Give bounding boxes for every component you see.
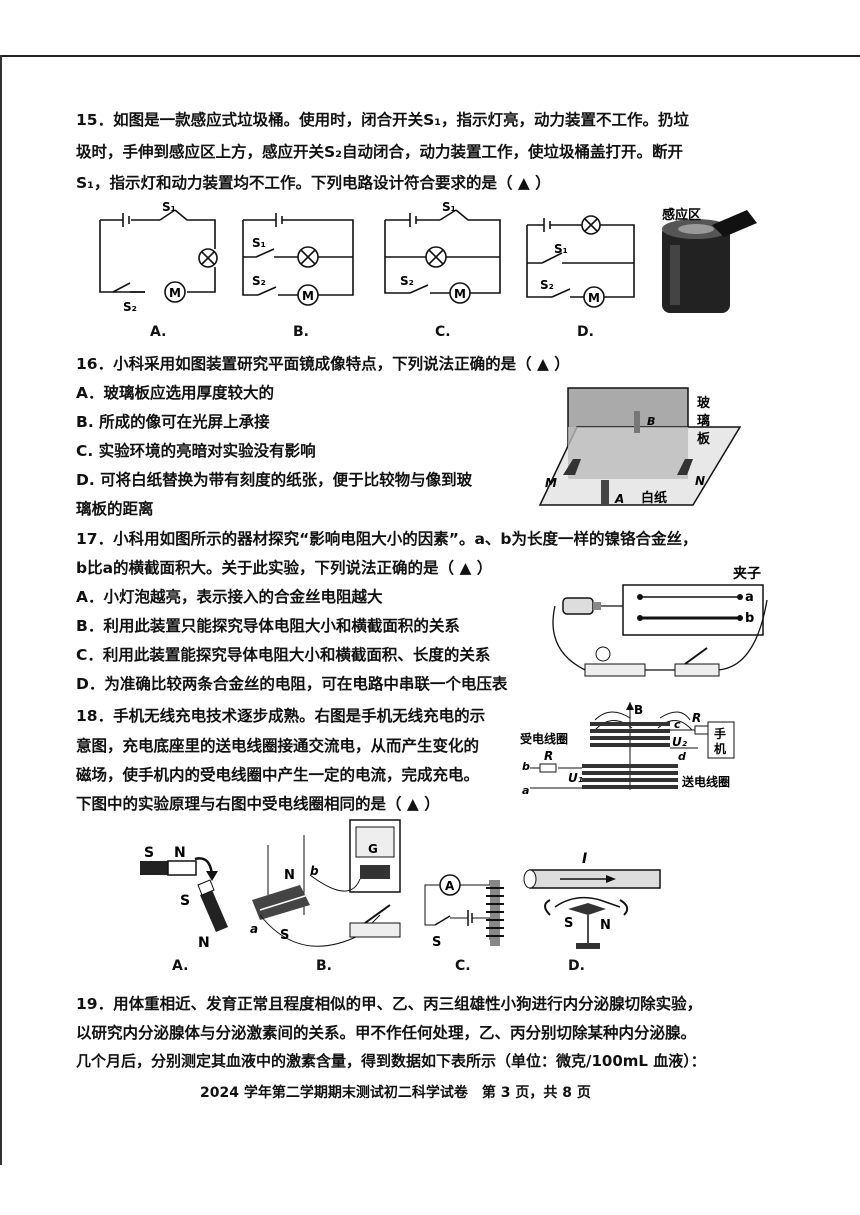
field-b-label: B bbox=[634, 703, 643, 717]
receive-coil-label: 受电线圈 bbox=[520, 731, 568, 746]
q18-option-d-figure: I S N bbox=[523, 851, 661, 949]
q18-option-c-figure: A S bbox=[424, 874, 504, 950]
q18-label-b: B. bbox=[316, 958, 332, 974]
q15-label-c: C. bbox=[435, 324, 451, 340]
q19-line-1: 19．用体重相近、发育正常且程度相似的甲、乙、丙三组雄性小狗进行内分泌腺切除实验… bbox=[76, 995, 703, 1013]
q17-option-a: A．小灯泡越亮，表示接入的合金丝电阻越大 bbox=[76, 588, 383, 606]
voltage-u1-label: U₁ bbox=[568, 771, 583, 785]
q16-option-d: D. 可将白纸替换为带有刻度的纸张，便于比较物与像到玻 bbox=[76, 471, 473, 489]
q15-label-b: B. bbox=[293, 324, 309, 340]
edge-m-label: M bbox=[545, 476, 557, 490]
magnet-s-label: S bbox=[280, 928, 289, 943]
q15-line-2: 圾时，手伸到感应区上方，感应开关S₂自动闭合，动力装置工作，使垃圾桶盖打开。断开 bbox=[76, 143, 683, 161]
phone-label-1: 手 bbox=[714, 726, 726, 741]
q16-mirror-figure: 玻 璃 板 B A 白纸 M N bbox=[538, 387, 742, 506]
q18-line-1: 18．手机无线充电技术逐步成熟。右图是手机无线充电的示 bbox=[76, 707, 486, 725]
q15-circuit-b: S₁ S₂ M bbox=[242, 213, 354, 306]
wire-b-label: b bbox=[745, 611, 754, 626]
q17-option-d: D．为准确比较两条合金丝的电阻，可在电路中串联一个电压表 bbox=[76, 675, 508, 693]
q16-option-b: B. 所成的像可在光屏上承接 bbox=[76, 413, 270, 431]
resistor-r-label: R bbox=[692, 711, 701, 725]
q16-option-a: A．玻璃板应选用厚度较大的 bbox=[76, 384, 274, 402]
q15-circuit-c: S₁ S₂ M bbox=[384, 200, 501, 304]
magnet-n-label: N bbox=[284, 868, 295, 883]
motor-label: M bbox=[169, 286, 181, 300]
q15-line-1: 15．如图是一款感应式垃圾桶。使用时，闭合开关S₁，指示灯亮，动力装置不工作。扔… bbox=[76, 111, 690, 129]
switch-s-label: S bbox=[432, 935, 441, 950]
galvanometer-g-label: G bbox=[368, 842, 378, 856]
s2-label: S₂ bbox=[540, 278, 554, 292]
q15-label-a: A. bbox=[150, 324, 167, 340]
q16-stem: 16．小科采用如图装置研究平面镜成像特点，下列说法正确的是（ ▲ ） bbox=[76, 355, 570, 373]
q15-line-3: S₁，指示灯和动力装置均不工作。下列电路设计符合要求的是（ ▲ ） bbox=[76, 174, 551, 192]
q18-wireless-charging-figure: 手 机 B 受电线圈 送电线圈 R R c d U₂ U₁ b a bbox=[520, 702, 735, 797]
object-a-label: A bbox=[614, 492, 624, 506]
q18-option-b-figure: G N b a S bbox=[250, 819, 401, 947]
image-b-label: B bbox=[647, 415, 655, 428]
q18-label-c: C. bbox=[455, 958, 471, 974]
page-left-border bbox=[0, 55, 2, 1165]
q18-line-3: 磁场，使手机内的受电线圈中产生一定的电流，完成充电。 bbox=[76, 766, 480, 784]
motor-label: M bbox=[588, 291, 600, 305]
white-paper-label: 白纸 bbox=[641, 490, 667, 506]
rod-b-label: b bbox=[310, 864, 319, 878]
glass-label-1: 玻 bbox=[697, 395, 711, 411]
q18-label-a: A. bbox=[172, 958, 189, 974]
q15-label-d: D. bbox=[577, 324, 594, 340]
needle-n-label: N bbox=[198, 935, 210, 951]
page-footer: 2024 学年第二学期期末测试初二科学试卷 第 3 页，共 8 页 bbox=[200, 1085, 591, 1101]
motor-label: M bbox=[454, 287, 466, 301]
trash-bin-illustration: 感应区 bbox=[662, 207, 757, 313]
ammeter-label: A bbox=[445, 879, 455, 893]
phone-label-2: 机 bbox=[714, 741, 726, 756]
q17-line-1: 17．小科用如图所示的器材探究“影响电阻大小的因素”。a、b为长度一样的镍铬合金… bbox=[76, 530, 698, 548]
glass-label-3: 板 bbox=[697, 431, 711, 447]
q19-line-2: 以研究内分泌腺体与分泌激素间的关系。甲不作任何处理，乙、丙分别切除某种内分泌腺。 bbox=[76, 1024, 697, 1042]
magnet-n-label: N bbox=[174, 845, 186, 861]
s2-label: S₂ bbox=[252, 274, 266, 288]
q16-option-c: C. 实验环境的亮暗对实验没有影响 bbox=[76, 442, 316, 460]
rod-a-label: a bbox=[250, 922, 258, 936]
sensor-area-label: 感应区 bbox=[662, 207, 701, 223]
q15-circuit-a: S₁ S₂ M bbox=[99, 200, 218, 314]
current-i-label: I bbox=[582, 851, 587, 867]
needle-n-label: N bbox=[600, 918, 611, 933]
s1-label: S₁ bbox=[442, 200, 456, 214]
needle-s-label: S bbox=[180, 893, 190, 909]
node-a-label: a bbox=[522, 784, 529, 797]
q17-line-2: b比a的横截面积大。关于此实验，下列说法正确的是（ ▲ ） bbox=[76, 559, 493, 577]
resistor-r-label: R bbox=[544, 749, 553, 763]
clip-label: 夹子 bbox=[733, 565, 761, 582]
page-top-border bbox=[0, 55, 860, 57]
node-d-label: d bbox=[678, 750, 686, 763]
edge-n-label: N bbox=[695, 474, 705, 488]
needle-s-label: S bbox=[564, 916, 573, 931]
s1-label: S₁ bbox=[252, 236, 266, 250]
glass-label-2: 璃 bbox=[697, 413, 710, 429]
q17-option-b: B．利用此装置只能探究导体电阻大小和横截面积的关系 bbox=[76, 617, 460, 635]
q18-line-4: 下图中的实验原理与右图中受电线圈相同的是（ ▲ ） bbox=[76, 795, 440, 813]
voltage-u2-label: U₂ bbox=[672, 735, 688, 749]
node-b-label: b bbox=[522, 760, 530, 773]
q15-circuit-d: S₁ S₂ M bbox=[526, 215, 635, 308]
wire-a-label: a bbox=[745, 590, 754, 605]
send-coil-label: 送电线圈 bbox=[681, 774, 730, 789]
q18-label-d: D. bbox=[568, 958, 585, 974]
s1-label: S₁ bbox=[162, 200, 176, 214]
magnet-s-label: S bbox=[144, 845, 154, 861]
motor-label: M bbox=[302, 289, 314, 303]
q18-line-2: 意图，充电底座里的送电线圈接通交流电，从而产生变化的 bbox=[76, 737, 480, 755]
s1-label: S₁ bbox=[554, 242, 568, 256]
s2-label: S₂ bbox=[400, 274, 414, 288]
q19-line-3: 几个月后，分别测定其血液中的激素含量，得到数据如下表所示（单位：微克/100mL… bbox=[76, 1052, 706, 1070]
q18-option-a-figure: S N S N bbox=[140, 845, 228, 951]
q17-resistance-figure: 夹子 a b bbox=[552, 565, 768, 677]
node-c-label: c bbox=[674, 718, 681, 731]
q16-option-d-cont: 璃板的距离 bbox=[76, 500, 154, 518]
q17-option-c: C．利用此装置能探究导体电阻大小和横截面积、长度的关系 bbox=[76, 646, 491, 664]
s2-label: S₂ bbox=[123, 300, 137, 314]
